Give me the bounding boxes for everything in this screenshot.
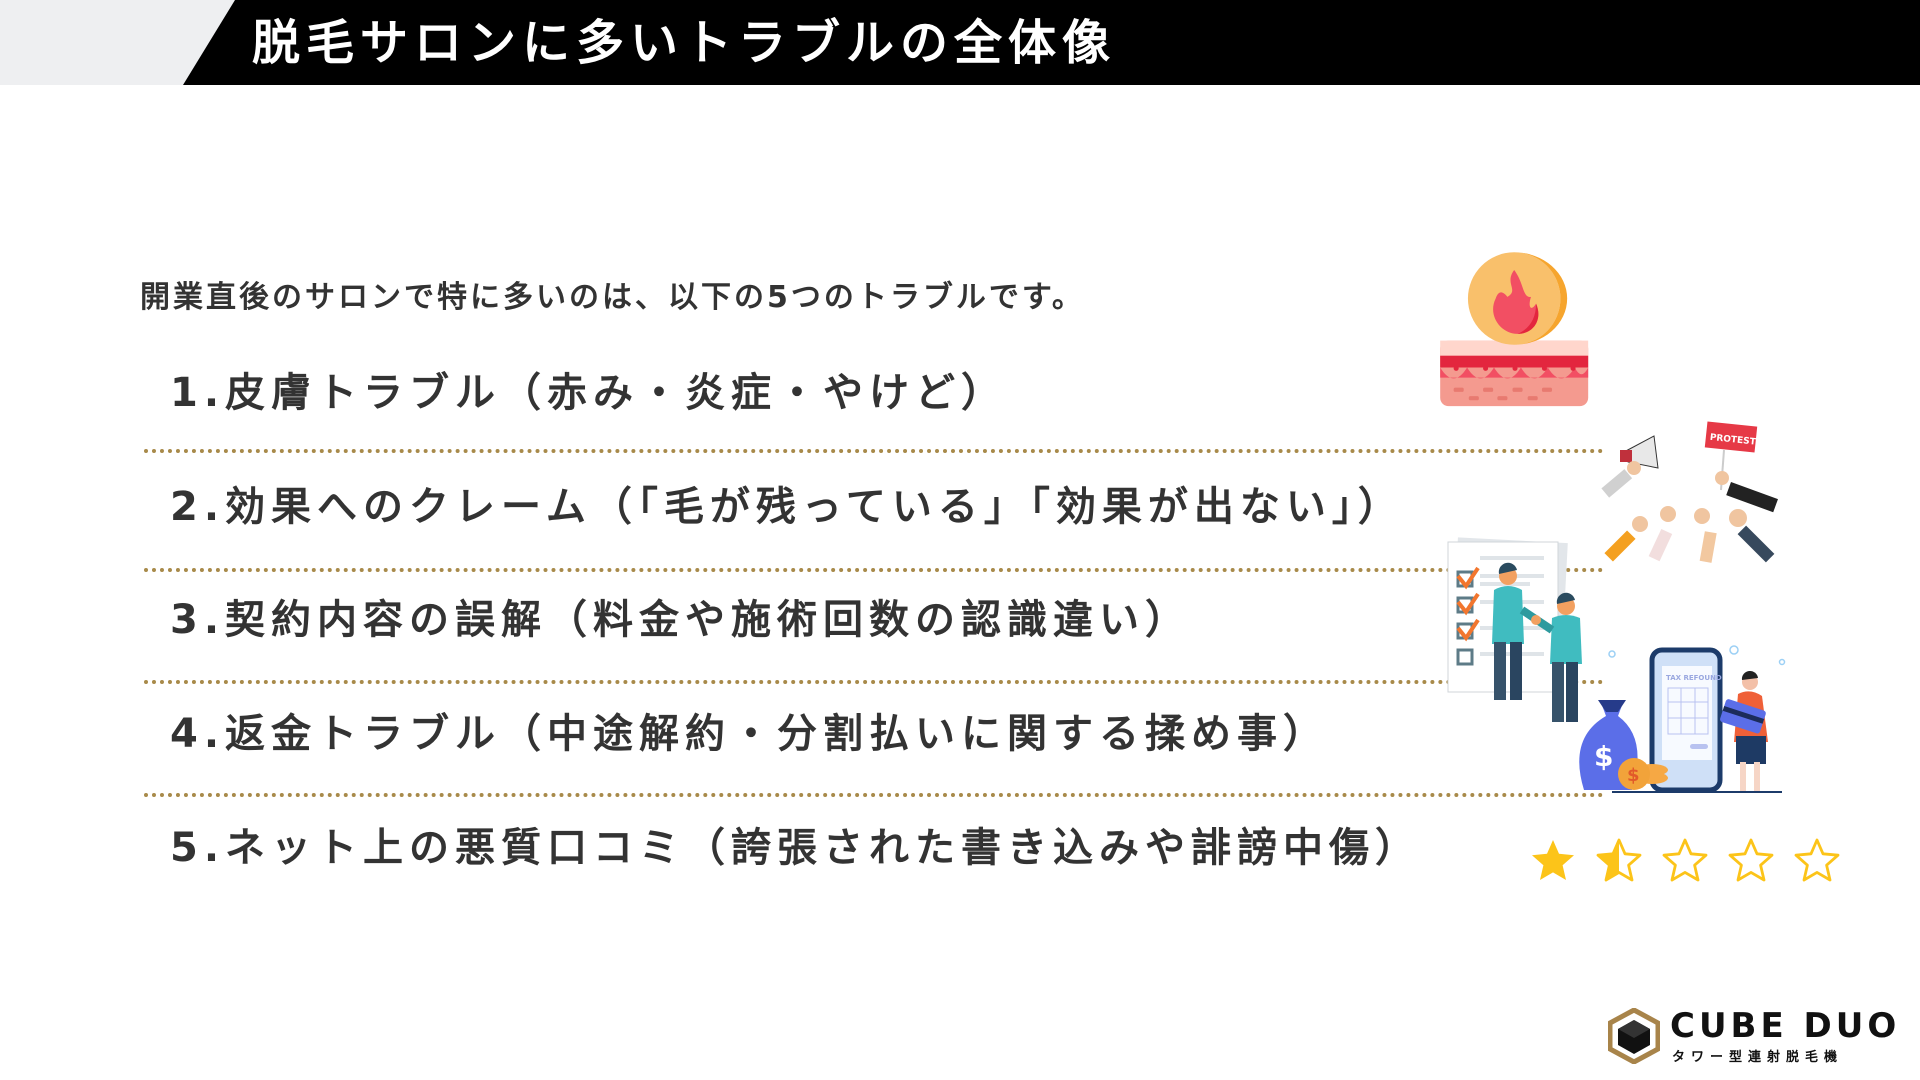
protest-icon: PROTEST bbox=[1601, 421, 1778, 563]
logo-subtitle: タワー型連射脱毛機 bbox=[1672, 1050, 1844, 1065]
cube-logo-icon bbox=[1608, 1008, 1660, 1064]
list-item: 2.効果へのクレーム（「毛が残っている」「効果が出ない」） bbox=[170, 484, 1404, 530]
star-empty-icon bbox=[1794, 838, 1840, 882]
star-filled-icon bbox=[1532, 840, 1574, 880]
list-item: 5.ネット上の悪質口コミ（誇張された書き込みや誹謗中傷） bbox=[170, 825, 1422, 871]
divider bbox=[144, 680, 1604, 684]
list-item: 1.皮膚トラブル（赤み・炎症・やけど） bbox=[170, 370, 1008, 416]
refund-icon: TAX REFOUND $ $ bbox=[1579, 645, 1786, 793]
star-empty-icon bbox=[1728, 838, 1774, 882]
list-item: 4.返金トラブル（中途解約・分割払いに関する揉め事） bbox=[170, 711, 1330, 757]
logo-name: CUBE DUO bbox=[1670, 1006, 1901, 1046]
star-half-icon bbox=[1596, 838, 1642, 882]
star-empty-icon bbox=[1662, 838, 1708, 882]
burn-skin-icon bbox=[1440, 252, 1589, 407]
svg-text:$: $ bbox=[1627, 765, 1640, 786]
brand-logo: CUBE DUO タワー型連射脱毛機 bbox=[1608, 1004, 1908, 1070]
contract-handshake-icon bbox=[1447, 537, 1582, 722]
list-item: 3.契約内容の誤解（料金や施術回数の認識違い） bbox=[170, 597, 1192, 643]
intro-text: 開業直後のサロンで特に多いのは、以下の5つのトラブルです。 bbox=[140, 280, 1085, 315]
protest-sign-text: PROTEST bbox=[1709, 433, 1757, 448]
divider bbox=[144, 449, 1604, 453]
divider bbox=[144, 568, 1604, 572]
star-rating bbox=[1528, 836, 1842, 884]
refund-screen-text: TAX REFOUND bbox=[1666, 674, 1722, 682]
svg-text:$: $ bbox=[1594, 740, 1613, 773]
header-bar bbox=[183, 0, 1920, 85]
divider bbox=[144, 793, 1604, 797]
page-title: 脱毛サロンに多いトラブルの全体像 bbox=[252, 15, 1117, 71]
